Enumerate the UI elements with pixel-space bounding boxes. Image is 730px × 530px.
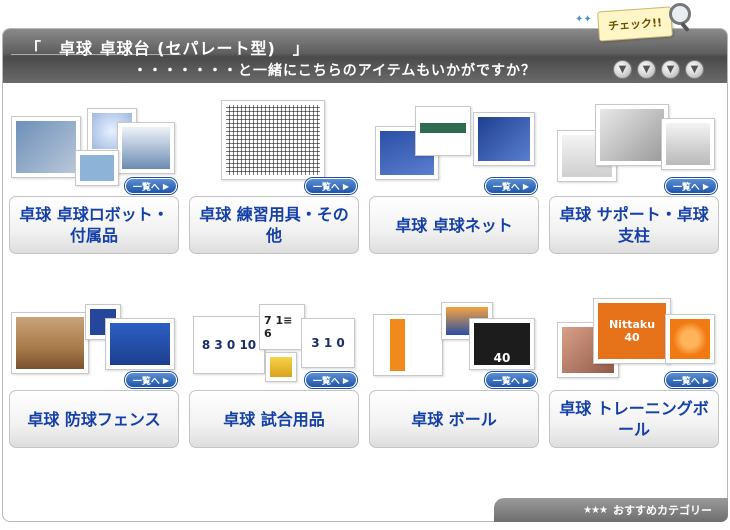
product-photo-fence-gym xyxy=(11,312,89,374)
category-label-box[interactable]: 卓球 卓球ロボット・付属品 xyxy=(9,196,179,254)
check-tag: チェック!! xyxy=(597,6,673,42)
view-list-label: 一覧へ xyxy=(492,376,520,387)
product-photo-net-rolled xyxy=(473,112,535,166)
view-list-label: 一覧へ xyxy=(132,376,160,387)
category-card-support[interactable]: 一覧へ ▶ 卓球 サポート・卓球支柱 xyxy=(549,100,719,254)
category-thumbnail[interactable] xyxy=(189,100,359,192)
view-list-button[interactable]: 一覧へ ▶ xyxy=(305,178,357,194)
category-label-box[interactable]: 卓球 防球フェンス xyxy=(9,390,179,448)
arrow-right-icon: ▶ xyxy=(702,375,710,385)
arrow-right-icon: ▶ xyxy=(522,375,530,385)
view-list-label: 一覧へ xyxy=(312,376,340,387)
category-card-training-ball[interactable]: Nittaku 40 一覧へ ▶ 卓球 トレーニングボール xyxy=(549,294,719,448)
category-card-practice[interactable]: 一覧へ ▶ 卓球 練習用具・その他 xyxy=(189,100,359,254)
page-subtitle: ・・・・・・・と一緒にこちらのアイテムもいかがですか？ xyxy=(133,63,537,79)
category-card-robot[interactable]: 一覧へ ▶ 卓球 卓球ロボット・付属品 xyxy=(9,100,179,254)
category-thumbnail[interactable]: 40 xyxy=(369,294,539,386)
view-list-button[interactable]: 一覧へ ▶ xyxy=(125,372,177,388)
training-brand-text: Nittaku xyxy=(608,318,656,331)
view-list-button[interactable]: 一覧へ ▶ xyxy=(665,178,717,194)
category-label-box[interactable]: 卓球 ボール xyxy=(369,390,539,448)
product-photo-robot-box xyxy=(75,150,119,186)
view-list-button[interactable]: 一覧へ ▶ xyxy=(125,178,177,194)
arrow-right-icon: ▶ xyxy=(342,375,350,385)
footer-label: おすすめカテゴリー xyxy=(613,504,712,517)
category-label-box[interactable]: 卓球 サポート・卓球支柱 xyxy=(549,196,719,254)
view-list-button[interactable]: 一覧へ ▶ xyxy=(305,372,357,388)
product-photo-scoreboard: 8 3 0 10 xyxy=(193,316,265,374)
header-divider xyxy=(11,54,181,55)
category-thumbnail[interactable] xyxy=(549,100,719,192)
nav-circle-icon[interactable]: ▼ xyxy=(661,60,680,79)
view-list-label: 一覧へ xyxy=(312,182,340,193)
product-photo-training-balls xyxy=(665,314,715,364)
product-photo-scoreboard-flip: 7 1≡ 6 xyxy=(259,304,305,350)
magnifier-icon xyxy=(669,3,691,25)
view-list-label: 一覧へ xyxy=(132,182,160,193)
category-label[interactable]: 卓球 練習用具・その他 xyxy=(199,205,349,245)
product-photo-net-green xyxy=(415,106,471,156)
arrow-right-icon: ▶ xyxy=(162,375,170,385)
category-label[interactable]: 卓球 サポート・卓球支柱 xyxy=(559,205,709,245)
product-photo-ball-pack xyxy=(373,314,443,376)
arrow-right-icon: ▶ xyxy=(342,181,350,191)
category-label[interactable]: 卓球 卓球ロボット・付属品 xyxy=(19,205,169,245)
view-list-button[interactable]: 一覧へ ▶ xyxy=(665,372,717,388)
category-card-ball[interactable]: 40 一覧へ ▶ 卓球 ボール xyxy=(369,294,539,448)
category-label-box[interactable]: 卓球 卓球ネット xyxy=(369,196,539,254)
category-label[interactable]: 卓球 トレーニングボール xyxy=(559,399,709,439)
arrow-right-icon: ▶ xyxy=(162,181,170,191)
category-thumbnail[interactable] xyxy=(369,100,539,192)
view-list-label: 一覧へ xyxy=(672,376,700,387)
category-label-box[interactable]: 卓球 練習用具・その他 xyxy=(189,196,359,254)
scoreboard-top-text: 7 1≡ 6 xyxy=(264,309,300,345)
arrow-right-icon: ▶ xyxy=(702,181,710,191)
category-card-match[interactable]: 8 3 0 10 7 1≡ 6 3 1 0 一覧へ ▶ 卓球 試合用品 xyxy=(189,294,359,448)
view-list-label: 一覧へ xyxy=(672,182,700,193)
page-title: 「 卓球 卓球台 (セパレート型) 」 xyxy=(25,39,310,58)
product-photo-robot-arm xyxy=(117,122,175,174)
view-list-label: 一覧へ xyxy=(492,182,520,193)
star-icon: ★★★ xyxy=(583,504,608,516)
training-box-text: 40 xyxy=(624,331,640,344)
category-label-box[interactable]: 卓球 試合用品 xyxy=(189,390,359,448)
product-photo-glue xyxy=(265,352,297,382)
arrow-right-icon: ▶ xyxy=(522,181,530,191)
category-thumbnail[interactable]: 8 3 0 10 7 1≡ 6 3 1 0 xyxy=(189,294,359,386)
scoreboard-right-text: 3 1 0 xyxy=(306,323,350,363)
product-photo-training-box: Nittaku 40 xyxy=(593,298,671,364)
nav-circle-icon[interactable]: ▼ xyxy=(613,60,632,79)
product-photo-support-bracket xyxy=(661,118,715,170)
product-photo-support-post xyxy=(595,104,669,166)
product-photo-fence-blue xyxy=(105,318,175,370)
scoreboard-left-text: 8 3 0 10 xyxy=(198,321,260,369)
nav-circle-icon[interactable]: ▼ xyxy=(637,60,656,79)
category-label[interactable]: 卓球 ボール xyxy=(411,409,497,429)
product-photo-practice-net xyxy=(221,100,325,180)
category-card-net[interactable]: 一覧へ ▶ 卓球 卓球ネット xyxy=(369,100,539,254)
sparkle-icon: ✦✦ xyxy=(575,14,592,25)
category-thumbnail[interactable] xyxy=(9,294,179,386)
category-thumbnail[interactable]: Nittaku 40 xyxy=(549,294,719,386)
view-list-button[interactable]: 一覧へ ▶ xyxy=(485,178,537,194)
category-label[interactable]: 卓球 防球フェンス xyxy=(27,409,161,429)
nav-circle-icon[interactable]: ▼ xyxy=(685,60,704,79)
ball-box-text: 40 xyxy=(474,323,530,365)
product-photo-ball-box: 40 xyxy=(469,318,535,370)
product-photo-robot xyxy=(11,116,81,178)
nav-circles: ▼ ▼ ▼ ▼ xyxy=(613,60,704,79)
category-label[interactable]: 卓球 卓球ネット xyxy=(395,215,513,235)
category-label-box[interactable]: 卓球 トレーニングボール xyxy=(549,390,719,448)
product-photo-scoreboard-right: 3 1 0 xyxy=(301,318,355,368)
category-card-fence[interactable]: 一覧へ ▶ 卓球 防球フェンス xyxy=(9,294,179,448)
view-list-button[interactable]: 一覧へ ▶ xyxy=(485,372,537,388)
category-label[interactable]: 卓球 試合用品 xyxy=(223,409,325,429)
category-thumbnail[interactable] xyxy=(9,100,179,192)
footer-recommended-tab: ★★★ おすすめカテゴリー xyxy=(494,498,728,522)
